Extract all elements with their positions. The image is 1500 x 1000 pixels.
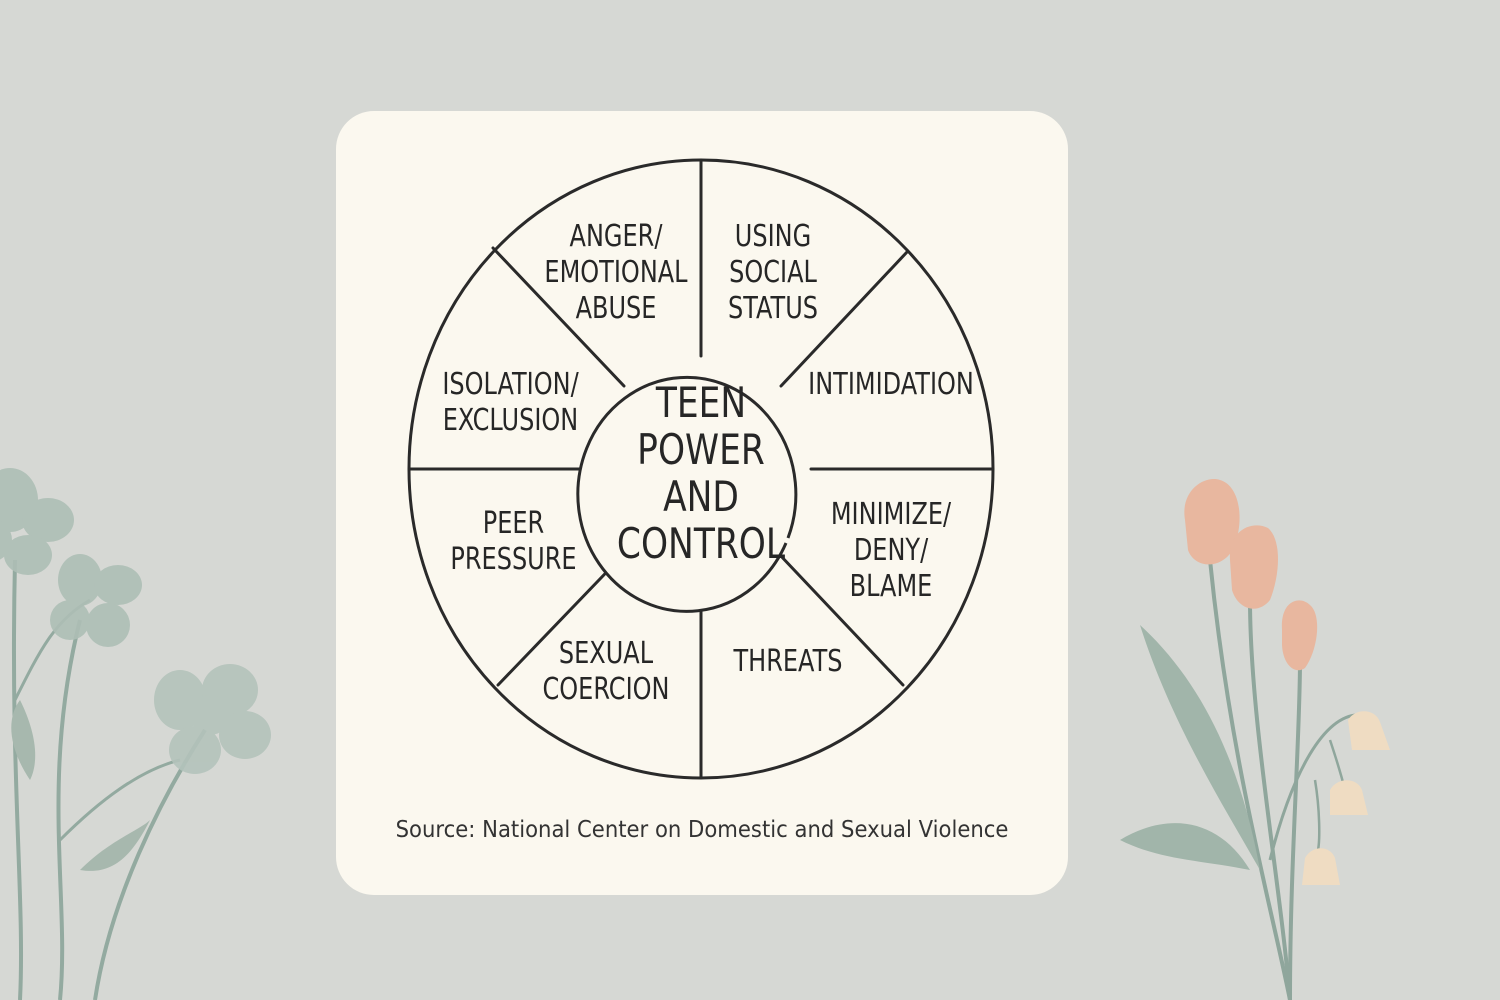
segment-intimidation: INTIMIDATION bbox=[808, 367, 974, 402]
diagram-card: TEEN POWER AND CONTROL ANGER/ EMOTIONAL … bbox=[336, 111, 1068, 895]
power-control-wheel bbox=[407, 158, 995, 780]
center-title: TEEN POWER AND CONTROL bbox=[616, 378, 786, 568]
wheel-spokes bbox=[407, 158, 995, 780]
segment-minimize-deny-blame: MINIMIZE/ DENY/ BLAME bbox=[830, 497, 952, 604]
center-circle bbox=[576, 375, 798, 613]
left-flower-illustration bbox=[0, 468, 271, 1000]
segment-sexual-coercion: SEXUAL COERCION bbox=[542, 636, 670, 707]
source-caption: Source: National Center on Domestic and … bbox=[395, 817, 1009, 843]
segment-isolation-exclusion: ISOLATION/ EXCLUSION bbox=[442, 367, 579, 438]
segment-threats: THREATS bbox=[733, 644, 843, 679]
segment-peer-pressure: PEER PRESSURE bbox=[450, 506, 577, 577]
segment-using-social-status: USING SOCIAL STATUS bbox=[727, 219, 819, 326]
right-flower-illustration bbox=[1120, 479, 1390, 1000]
segment-anger-emotional-abuse: ANGER/ EMOTIONAL ABUSE bbox=[544, 219, 688, 326]
